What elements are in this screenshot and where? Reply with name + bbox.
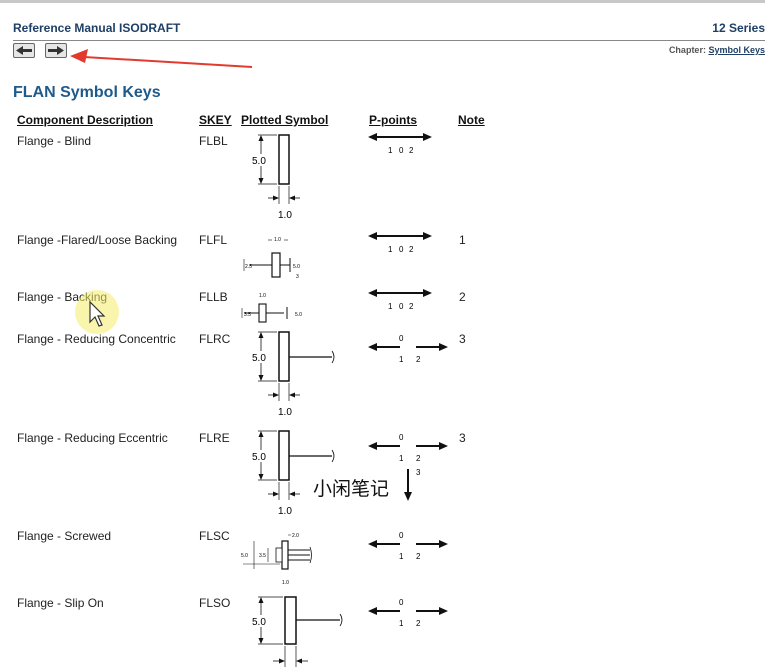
svg-text:5.0: 5.0 bbox=[295, 312, 302, 318]
svg-text:1.0: 1.0 bbox=[282, 580, 289, 586]
row-skey: FLRE bbox=[199, 431, 230, 445]
arrow-left-icon bbox=[16, 46, 32, 55]
svg-text:1: 1 bbox=[388, 146, 393, 155]
svg-text:3: 3 bbox=[296, 274, 299, 280]
ppoints-reducing: 0 1 2 bbox=[368, 598, 448, 628]
col-header-ppoints: P-points bbox=[369, 113, 417, 127]
svg-text:1: 1 bbox=[388, 245, 393, 254]
row-note: 2 bbox=[459, 290, 466, 304]
row-desc: Flange - Reducing Concentric bbox=[17, 332, 176, 346]
svg-text:2: 2 bbox=[416, 552, 421, 561]
symbol-reducing-concentric: 5.0 1.0 bbox=[251, 331, 335, 418]
svg-text:1.0: 1.0 bbox=[259, 293, 266, 299]
col-header-component: Component Description bbox=[17, 113, 154, 127]
svg-text:0: 0 bbox=[399, 334, 404, 343]
col-header-symbol: Plotted Symbol bbox=[241, 113, 329, 127]
symbol-screwed: 5.0 3.5 2.0 1.0 bbox=[241, 533, 312, 586]
ppoints-straight: 1 0 2 bbox=[368, 289, 432, 311]
series-label: 12 Series bbox=[712, 21, 765, 35]
ppoints-reducing-eccentric: 0 1 2 3 bbox=[368, 433, 448, 501]
svg-text:3.5: 3.5 bbox=[259, 553, 266, 559]
red-pointer-arrow bbox=[70, 49, 253, 68]
svg-text:5.0: 5.0 bbox=[252, 452, 266, 463]
svg-text:5.0: 5.0 bbox=[241, 553, 248, 559]
svg-text:0: 0 bbox=[399, 146, 404, 155]
row-desc: Flange -Flared/Loose Backing bbox=[17, 233, 178, 247]
arrow-right-icon bbox=[48, 46, 64, 55]
ppoints-reducing: 0 1 2 bbox=[368, 531, 448, 561]
row-note: 3 bbox=[459, 431, 466, 445]
svg-text:2: 2 bbox=[416, 619, 421, 628]
ppoints-reducing: 0 1 2 bbox=[368, 334, 448, 364]
ppoints-straight: 1 0 2 bbox=[368, 133, 432, 155]
chapter-link[interactable]: Symbol Keys bbox=[708, 45, 765, 55]
svg-text:2: 2 bbox=[416, 454, 421, 463]
svg-text:0: 0 bbox=[399, 531, 404, 540]
svg-text:2.5: 2.5 bbox=[245, 264, 252, 270]
row-desc: Flange - Reducing Eccentric bbox=[17, 431, 168, 445]
svg-text:5.0: 5.0 bbox=[252, 156, 266, 167]
row-skey: FLBL bbox=[199, 134, 228, 148]
window-top-border bbox=[0, 0, 765, 3]
row-note: 1 bbox=[459, 233, 466, 247]
svg-text:1: 1 bbox=[399, 552, 404, 561]
row-note: 3 bbox=[459, 332, 466, 346]
svg-text:1.0: 1.0 bbox=[274, 237, 281, 243]
prev-page-button[interactable] bbox=[13, 43, 35, 58]
svg-text:1: 1 bbox=[399, 619, 404, 628]
svg-text:0: 0 bbox=[399, 302, 404, 311]
svg-text:1: 1 bbox=[399, 355, 404, 364]
symbol-reducing-eccentric: 5.0 1.0 bbox=[251, 430, 335, 517]
svg-text:1: 1 bbox=[399, 454, 404, 463]
symbol-flared-loose-backing: 1.0 2.5 5.0 3 bbox=[243, 237, 300, 280]
chapter-label: Chapter: bbox=[668, 45, 706, 55]
symbol-blind: 5.0 1.0 bbox=[251, 134, 300, 221]
next-page-button[interactable] bbox=[45, 43, 67, 58]
col-header-skey: SKEY bbox=[199, 113, 232, 127]
page-title: FLAN Symbol Keys bbox=[13, 84, 161, 101]
col-header-note: Note bbox=[458, 113, 485, 127]
manual-title: Reference Manual ISODRAFT bbox=[13, 21, 181, 35]
row-skey: FLSC bbox=[199, 529, 230, 543]
svg-text:2: 2 bbox=[409, 245, 414, 254]
svg-text:1: 1 bbox=[388, 302, 393, 311]
chapter-breadcrumb: Chapter: Symbol Keys bbox=[669, 45, 765, 55]
svg-text:2: 2 bbox=[409, 146, 414, 155]
svg-text:2: 2 bbox=[409, 302, 414, 311]
svg-text:1.0: 1.0 bbox=[278, 210, 292, 221]
symbol-backing: 1.0 3.5 5.0 bbox=[241, 293, 302, 323]
row-desc: Flange - Slip On bbox=[17, 596, 104, 610]
svg-text:5.0: 5.0 bbox=[252, 353, 266, 364]
svg-text:2: 2 bbox=[416, 355, 421, 364]
row-skey: FLRC bbox=[199, 332, 231, 346]
row-desc: Flange - Screwed bbox=[17, 529, 112, 543]
svg-text:3: 3 bbox=[416, 468, 421, 477]
watermark-text: 小闲笔记 bbox=[313, 478, 390, 500]
header-divider bbox=[13, 40, 765, 41]
mouse-cursor-icon bbox=[75, 290, 119, 334]
row-skey: FLLB bbox=[199, 290, 228, 304]
row-desc: Flange - Blind bbox=[17, 134, 92, 148]
row-skey: FLSO bbox=[199, 596, 231, 610]
ppoints-straight: 1 0 2 bbox=[368, 232, 432, 254]
symbol-slip-on: 5.0 bbox=[251, 596, 343, 667]
svg-text:0: 0 bbox=[399, 245, 404, 254]
svg-text:0: 0 bbox=[399, 598, 404, 607]
svg-text:0: 0 bbox=[399, 433, 404, 442]
svg-text:1.0: 1.0 bbox=[278, 506, 292, 517]
svg-text:3.5: 3.5 bbox=[244, 312, 251, 318]
svg-text:1.0: 1.0 bbox=[278, 407, 292, 418]
svg-text:2.0: 2.0 bbox=[292, 533, 299, 539]
row-skey: FLFL bbox=[199, 233, 228, 247]
svg-text:5.0: 5.0 bbox=[293, 264, 300, 270]
svg-text:5.0: 5.0 bbox=[252, 617, 266, 628]
